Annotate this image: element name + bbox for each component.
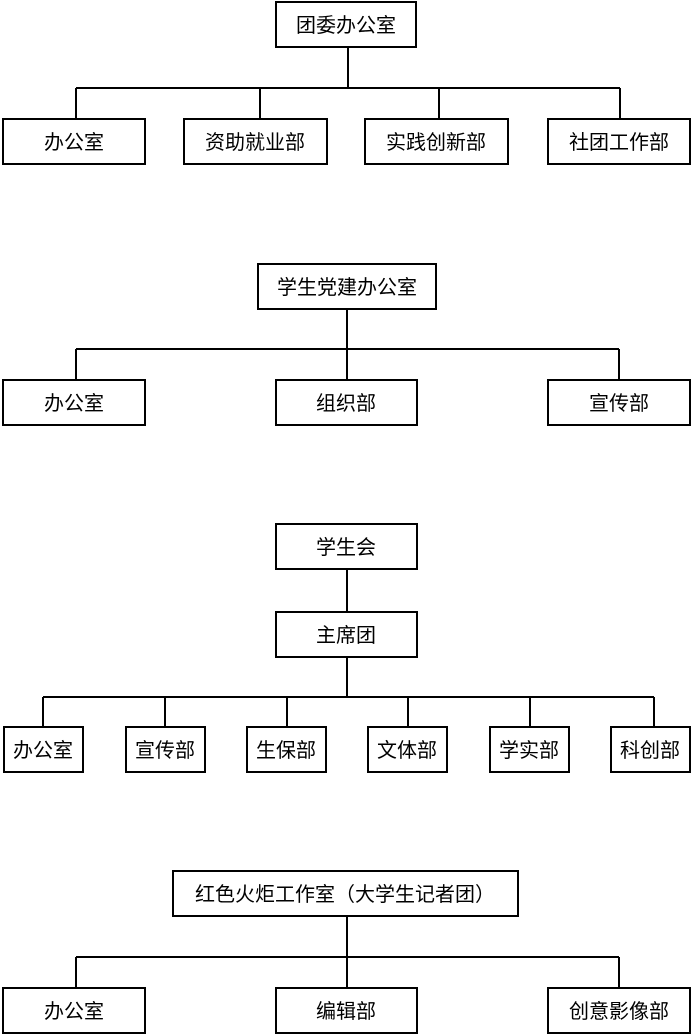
node-root: 学生党建办公室	[257, 263, 437, 310]
node-child: 社团工作部	[547, 118, 691, 165]
node-label: 办公室	[44, 130, 104, 154]
node-root: 红色火炬工作室（大学生记者团）	[172, 870, 519, 917]
node-child: 实践创新部	[364, 118, 509, 165]
node-child: 科创部	[610, 726, 691, 773]
node-child: 宣传部	[125, 726, 206, 773]
node-child: 组织部	[275, 379, 418, 426]
org-chart-2: 学生党建办公室 办公室 组织部 宣传部	[2, 263, 691, 426]
node-child: 办公室	[2, 987, 146, 1034]
node-child: 宣传部	[547, 379, 691, 426]
node-label: 主席团	[316, 623, 376, 647]
node-label: 科创部	[620, 738, 680, 762]
node-label: 红色火炬工作室（大学生记者团）	[195, 882, 495, 906]
node-label: 团委办公室	[296, 13, 396, 37]
node-label: 实践创新部	[386, 130, 486, 154]
node-label: 编辑部	[316, 999, 376, 1023]
node-child: 创意影像部	[547, 987, 691, 1034]
node-label: 资助就业部	[205, 130, 305, 154]
node-middle: 主席团	[275, 611, 418, 658]
node-root: 学生会	[275, 523, 418, 570]
node-child: 文体部	[367, 726, 448, 773]
node-child: 学实部	[489, 726, 570, 773]
node-label: 宣传部	[135, 738, 195, 762]
org-chart-4: 红色火炬工作室（大学生记者团） 办公室 编辑部 创意影像部	[2, 870, 691, 1034]
node-label: 办公室	[44, 999, 104, 1023]
node-label: 学生党建办公室	[277, 275, 417, 299]
node-child: 办公室	[2, 379, 146, 426]
node-label: 组织部	[316, 391, 376, 415]
node-label: 办公室	[13, 738, 73, 762]
node-label: 办公室	[44, 391, 104, 415]
node-label: 创意影像部	[569, 999, 669, 1023]
node-label: 社团工作部	[569, 130, 669, 154]
node-child: 生保部	[246, 726, 327, 773]
org-chart-3: 学生会 主席团 办公室 宣传部 生保部 文体部 学实部 科创部	[3, 523, 691, 773]
node-child: 编辑部	[275, 987, 418, 1034]
node-child: 办公室	[3, 726, 84, 773]
node-label: 学实部	[499, 738, 559, 762]
org-chart-1: 团委办公室 办公室 资助就业部 实践创新部 社团工作部	[2, 1, 691, 165]
node-child: 资助就业部	[183, 118, 328, 165]
node-label: 学生会	[316, 535, 376, 559]
node-label: 宣传部	[589, 391, 649, 415]
node-child: 办公室	[2, 118, 146, 165]
node-label: 文体部	[377, 738, 437, 762]
node-label: 生保部	[256, 738, 316, 762]
node-root: 团委办公室	[275, 1, 417, 48]
